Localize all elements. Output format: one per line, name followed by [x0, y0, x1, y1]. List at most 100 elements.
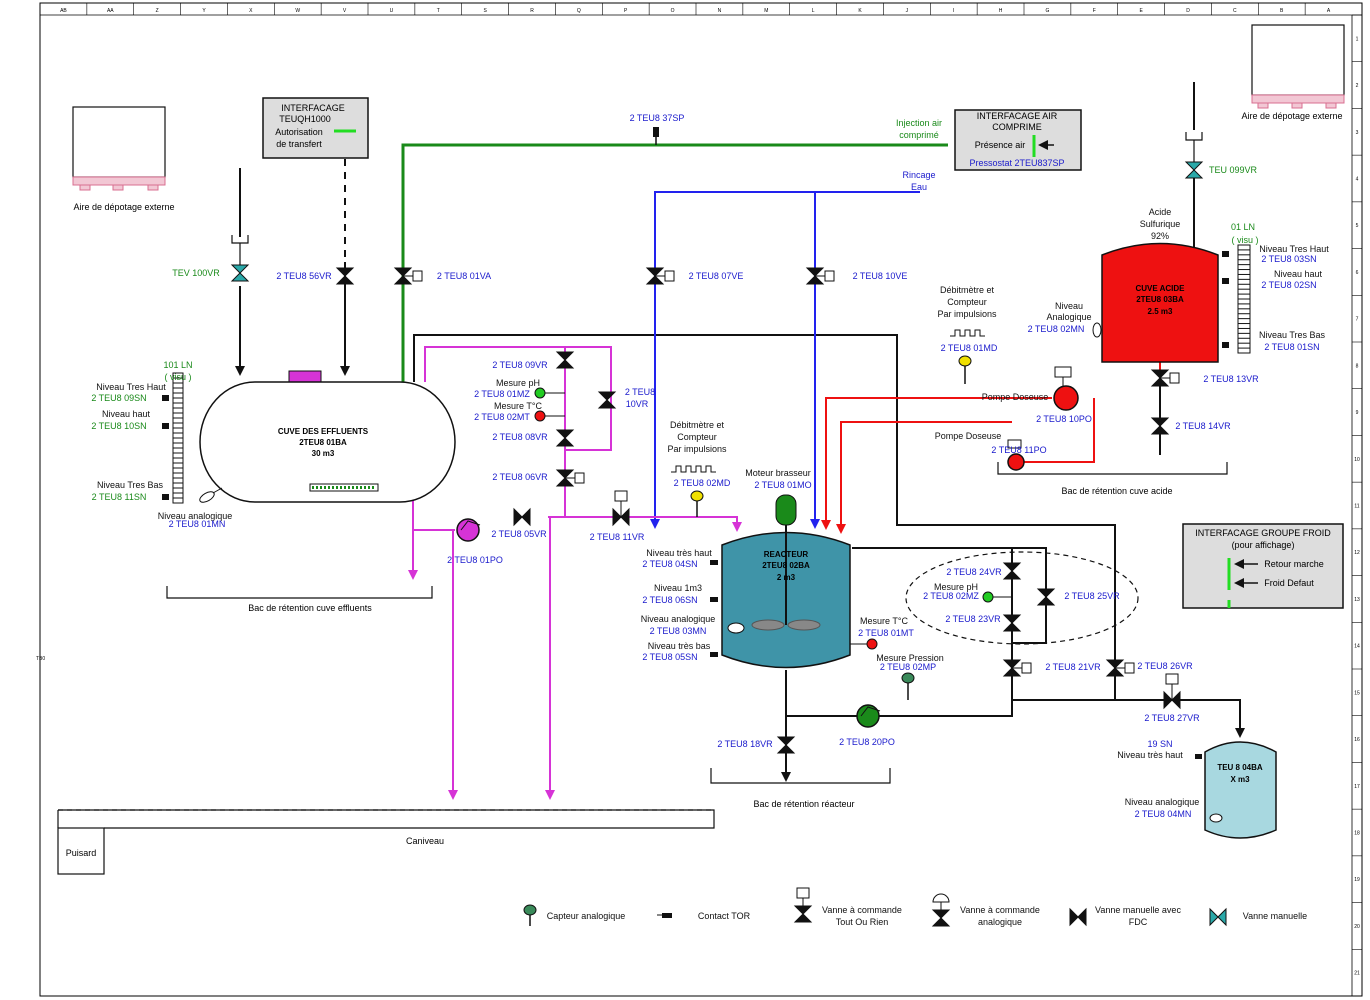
a-nh-label: Niveau haut	[1274, 269, 1323, 279]
ruler-letter: F	[1093, 8, 1096, 14]
v10vr-b-label: 10VR	[626, 399, 649, 409]
r-na-label: Niveau analogique	[641, 614, 716, 624]
v23vr-label: 2 TEU8 23VR	[945, 614, 1001, 624]
f-nth-label: Niveau très haut	[1117, 750, 1183, 760]
ruler-number: 7	[1356, 317, 1359, 323]
teuqh-title1: INTERFACAGE	[281, 103, 345, 113]
capteur-label: Capteur analogique	[547, 911, 626, 921]
ruler-letter: A	[1327, 8, 1331, 14]
vtor1-label: Vanne à commande	[822, 905, 902, 915]
eff-01mn-label: 2 TEU8 01MN	[169, 519, 226, 529]
ruler-letter: N	[718, 8, 722, 14]
ruler-letter: C	[1233, 8, 1237, 14]
mz02-label: 2 TEU8 02MZ	[923, 591, 979, 601]
valve-27vr	[1163, 673, 1181, 710]
interface-froid	[1182, 523, 1344, 609]
valve-14vr	[1150, 417, 1170, 435]
pd10-label: Pompe Doseuse	[982, 392, 1049, 402]
ruler-letter: E	[1139, 8, 1143, 14]
mn02-label: 2 TEU8 02MN	[1028, 324, 1085, 334]
valve-24vr	[1002, 562, 1022, 580]
sn19-label: 19 SN	[1147, 739, 1172, 749]
md01-label: 2 TEU8 01MD	[941, 343, 998, 353]
eff-na-label: Niveau analogique	[158, 511, 233, 521]
vman-label: Vanne manuelle	[1243, 911, 1307, 921]
v10ve-label: 2 TEU8 10VE	[853, 271, 908, 281]
ruler-number: 6	[1356, 270, 1359, 276]
v26vr-label: 2 TEU8 26VR	[1137, 661, 1193, 671]
valve-tev100vr	[230, 235, 250, 282]
a-visu1-label: 01 LN	[1231, 222, 1255, 232]
po11-label: 2 TEU8 11PO	[991, 445, 1046, 455]
a-na1-label: Niveau	[1055, 301, 1083, 311]
ruler-letter: D	[1186, 8, 1190, 14]
ruler-number: 10	[1354, 457, 1360, 463]
acid-tank-tag: 2TEU8 03BA	[1136, 295, 1184, 304]
ruler-letter: R	[530, 8, 534, 14]
froid-defaut: Froid Defaut	[1264, 578, 1314, 588]
legend-valve-fdc	[1069, 907, 1087, 927]
valve-06vr	[555, 469, 585, 487]
valve-099vr	[1184, 132, 1204, 179]
legend-glyphs	[523, 904, 672, 926]
ruler-number: 9	[1356, 410, 1359, 416]
bac-acide-label: Bac de rétention cuve acide	[1061, 486, 1172, 496]
orphan-mark: TB0	[36, 656, 45, 662]
mn04-label: 2 TEU8 04MN	[1135, 809, 1192, 819]
valve-01va	[393, 267, 423, 285]
ruler-number: 19	[1354, 877, 1360, 883]
left-depot-truck	[72, 106, 166, 191]
legend-valve-man	[1209, 907, 1227, 927]
valve-10vr	[597, 391, 617, 409]
pump-11po	[1007, 439, 1025, 471]
pipes-effluent	[408, 346, 742, 800]
v10vr-a-label: 2 TEU8	[625, 387, 655, 397]
v07ve-label: 2 TEU8 07VE	[689, 271, 744, 281]
teuqh-title2: TEUQH1000	[279, 114, 331, 124]
caniveau-label: Caniveau	[406, 836, 444, 846]
valves	[230, 132, 1227, 927]
ruler-letter: J	[906, 8, 909, 14]
ruler-letter: Y	[202, 8, 206, 14]
reactor-name: REACTEUR	[764, 550, 809, 559]
puisard-label: Puisard	[66, 848, 97, 858]
right-depot-label: Aire de dépotage externe	[1241, 111, 1342, 121]
ruler-number: 21	[1354, 971, 1360, 977]
a-ntb-label: Niveau Tres Bas	[1259, 330, 1326, 340]
ruler-letter: L	[812, 8, 815, 14]
r-t-label: Mesure T°C	[860, 616, 908, 626]
v21vr-label: 2 TEU8 21VR	[1045, 662, 1101, 672]
effluent-tank	[199, 370, 456, 503]
mt02-label: 2 TEU8 02MT	[474, 412, 530, 422]
eff-11sn-label: 2 TEU8 11SN	[92, 492, 147, 502]
ruler-number: 11	[1354, 504, 1359, 510]
mp02-label: 2 TEU8 02MP	[880, 662, 936, 672]
valve-10ve	[805, 267, 835, 285]
vfdc1-label: Vanne manuelle avec	[1095, 905, 1181, 915]
instruments	[534, 127, 1012, 700]
r-ntb-label: Niveau très bas	[648, 641, 711, 651]
v08vr-label: 2 TEU8 08VR	[492, 432, 548, 442]
deb2-2-label: Compteur	[677, 432, 717, 442]
valve-13vr	[1150, 369, 1180, 387]
l-ph-label: Mesure pH	[934, 582, 978, 592]
interface-air	[954, 109, 1082, 171]
left-depot-label: Aire de dépotage externe	[73, 202, 174, 212]
right-depot-truck	[1251, 24, 1345, 109]
r-1m3-label: Niveau 1m3	[654, 583, 702, 593]
eff-10sn-label: 2 TEU8 10SN	[91, 421, 146, 431]
ruler-letter: S	[483, 8, 487, 14]
froid-title: INTERFACAGE GROUPE FROID	[1195, 528, 1331, 538]
reactor	[721, 494, 851, 669]
md02-label: 2 TEU8 02MD	[674, 478, 731, 488]
pipes-air	[378, 143, 948, 490]
cooling-tank-name: TEU 8 04BA	[1217, 763, 1263, 772]
mn03-label: 2 TEU8 03MN	[650, 626, 707, 636]
ruler-letter: U	[390, 8, 394, 14]
vana2-label: analogique	[978, 917, 1022, 927]
v24vr-label: 2 TEU8 24VR	[946, 567, 1002, 577]
v06vr-label: 2 TEU8 06VR	[492, 472, 548, 482]
